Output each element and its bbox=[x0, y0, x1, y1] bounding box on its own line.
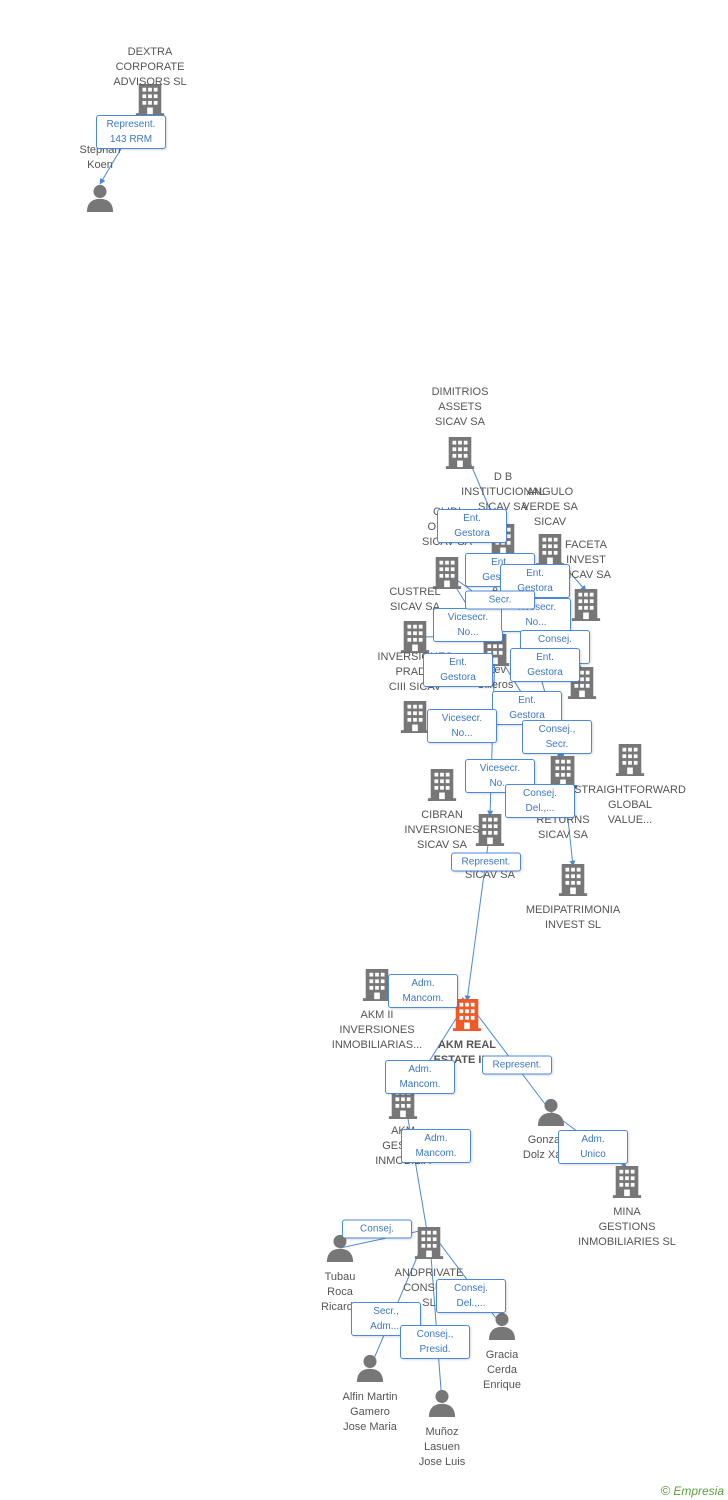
building-icon-custrel[interactable] bbox=[400, 621, 430, 653]
edge-label-9[interactable]: Secr. bbox=[465, 590, 535, 610]
edge-label-14[interactable]: Consej. Del.,... bbox=[505, 784, 575, 818]
edge-label-10[interactable]: Ent. Gestora bbox=[492, 691, 562, 725]
brand-name: Empresia bbox=[673, 1484, 724, 1498]
node-label-tubau[interactable]: Tubau Roca Ricardo bbox=[321, 1271, 359, 1313]
edge-label-19[interactable]: Adm. Mancom. bbox=[401, 1129, 471, 1163]
building-icon-inversiones_prado[interactable] bbox=[400, 701, 430, 733]
person-icon-munoz[interactable] bbox=[428, 1389, 456, 1417]
node-label-munoz[interactable]: Muñoz Lasuen Jose Luis bbox=[418, 1426, 466, 1468]
edge-label-16[interactable]: Adm. Mancom. bbox=[388, 974, 458, 1008]
node-label-medipatrimonia[interactable]: MEDIPATRIMONIA INVEST SL bbox=[525, 904, 621, 931]
edge-label-21[interactable]: Consej. bbox=[342, 1219, 412, 1239]
edge-label-7[interactable]: Ent. Gestora bbox=[423, 653, 493, 687]
node-label-akm2[interactable]: AKM II INVERSIONES INMOBILIARIAS... bbox=[331, 1009, 423, 1051]
building-icon-andprivate[interactable] bbox=[414, 1227, 444, 1259]
node-label-mina[interactable]: MINA GESTIONS INMOBILIARIES SL bbox=[578, 1206, 676, 1248]
node-label-alfin[interactable]: Alfin Martin Gamero Jose Maria bbox=[342, 1391, 398, 1433]
building-icon-dimitrios[interactable] bbox=[445, 437, 475, 469]
node-label-dimitrios[interactable]: DIMITRIOS ASSETS SICAV SA bbox=[431, 386, 489, 428]
edge-label-1[interactable]: Ent. Gestora bbox=[437, 509, 507, 543]
edge-label-15[interactable]: Represent. bbox=[451, 852, 521, 872]
building-icon-straightforward[interactable] bbox=[615, 744, 645, 776]
person-icon-stephan[interactable] bbox=[86, 184, 114, 212]
building-icon-sicav_sa[interactable] bbox=[475, 814, 505, 846]
person-icon-tubau[interactable] bbox=[326, 1234, 354, 1262]
node-label-dextra[interactable]: DEXTRA CORPORATE ADVISORS SL bbox=[113, 46, 187, 88]
edge-label-22[interactable]: Consej. Del.,... bbox=[436, 1279, 506, 1313]
building-icon-angulo[interactable] bbox=[535, 534, 565, 566]
edge-label-17[interactable]: Represent. bbox=[482, 1055, 552, 1075]
edge-label-24[interactable]: Consej., Presid. bbox=[400, 1325, 470, 1359]
building-icon-akm2[interactable] bbox=[362, 969, 392, 1001]
edge-label-8[interactable]: Ent. Gestora bbox=[510, 648, 580, 682]
edge-label-20[interactable]: Adm. Unico bbox=[558, 1130, 628, 1164]
copyright-icon: © bbox=[660, 1483, 671, 1498]
edge-label-0[interactable]: Represent. 143 RRM bbox=[96, 115, 166, 149]
node-label-straightforward[interactable]: STRAIGHTFORWARD GLOBAL VALUE... bbox=[574, 784, 686, 826]
person-icon-gracia[interactable] bbox=[488, 1312, 516, 1340]
building-icon-mina[interactable] bbox=[612, 1166, 642, 1198]
edge-label-4[interactable]: Vicesecr. No... bbox=[433, 608, 503, 642]
building-icon-faceta[interactable] bbox=[571, 589, 601, 621]
node-label-cibran[interactable]: CIBRAN INVERSIONES SICAV SA bbox=[404, 809, 480, 851]
building-icon-medipatrimonia[interactable] bbox=[558, 864, 588, 896]
edge-label-12[interactable]: Consej., Secr. bbox=[522, 720, 592, 754]
node-label-angulo[interactable]: ANGULO VERDE SA SICAV bbox=[522, 486, 578, 528]
edge-label-11[interactable]: Vicesecr. No... bbox=[427, 709, 497, 743]
brand-footer[interactable]: ©Empresia bbox=[661, 1483, 724, 1498]
edge-line-tubau-andprivate bbox=[339, 1227, 430, 1249]
building-icon-cibran[interactable] bbox=[427, 769, 457, 801]
edge-label-18[interactable]: Adm. Mancom. bbox=[385, 1060, 455, 1094]
person-icon-alfin[interactable] bbox=[356, 1354, 384, 1382]
node-label-sicav_sa[interactable]: SICAV SA bbox=[465, 869, 515, 881]
node-label-gracia[interactable]: Gracia Cerda Enrique bbox=[483, 1349, 521, 1391]
